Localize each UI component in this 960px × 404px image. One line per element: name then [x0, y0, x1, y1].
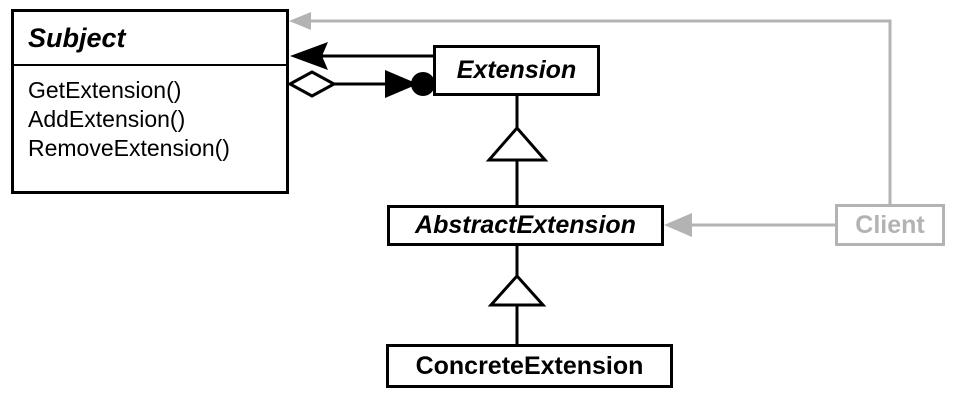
association-extension-to-subject — [290, 42, 433, 70]
dependency-client-to-subject — [289, 12, 892, 204]
generalization-concreteextension-to-abstractextension — [487, 246, 547, 345]
operation-get-extension: GetExtension() — [28, 77, 182, 103]
generalization-2-hollow-triangle — [487, 273, 547, 307]
dependency-client-to-subject-line — [300, 19, 892, 204]
association-extension-to-subject-arrowhead — [290, 42, 328, 70]
class-name-abstractextension: AbstractExtension — [415, 211, 636, 239]
class-box-abstractextension[interactable]: AbstractExtension — [387, 205, 664, 246]
class-box-concreteextension[interactable]: ConcreteExtension — [386, 344, 673, 388]
operation-remove-extension: RemoveExtension() — [28, 134, 230, 161]
aggregation-filled-arrowhead — [385, 70, 418, 98]
class-name-compartment-client: Client — [838, 207, 942, 243]
class-name-client: Client — [855, 210, 925, 239]
class-name-subject: Subject — [28, 22, 126, 53]
class-name-compartment-concreteextension: ConcreteExtension — [389, 347, 670, 385]
generalization-1-hollow-triangle — [485, 125, 549, 162]
class-name-concreteextension: ConcreteExtension — [415, 351, 644, 380]
dependency-client-to-abstractextension — [664, 213, 835, 237]
class-box-extension[interactable]: Extension — [433, 45, 600, 96]
generalization-abstractextension-to-extension — [485, 96, 549, 205]
aggregation-hollow-diamond — [286, 70, 338, 98]
class-name-compartment-extension: Extension — [436, 48, 597, 93]
class-name-extension: Extension — [456, 56, 577, 84]
class-name-compartment-subject: Subject — [14, 12, 286, 66]
aggregation-filled-dot — [411, 72, 435, 96]
aggregation-subject-to-extension — [286, 70, 435, 98]
class-box-client[interactable]: Client — [835, 204, 945, 246]
operation-add-extension: AddExtension() — [28, 105, 186, 132]
dependency-client-to-subject-arrowhead — [289, 12, 311, 30]
class-name-compartment-abstractextension: AbstractExtension — [390, 208, 661, 243]
class-box-subject[interactable]: Subject GetExtension() AddExtension() Re… — [11, 9, 289, 194]
class-operations-compartment-subject: GetExtension() AddExtension() RemoveExte… — [14, 66, 286, 163]
dependency-client-to-abstractextension-arrowhead — [664, 213, 692, 237]
